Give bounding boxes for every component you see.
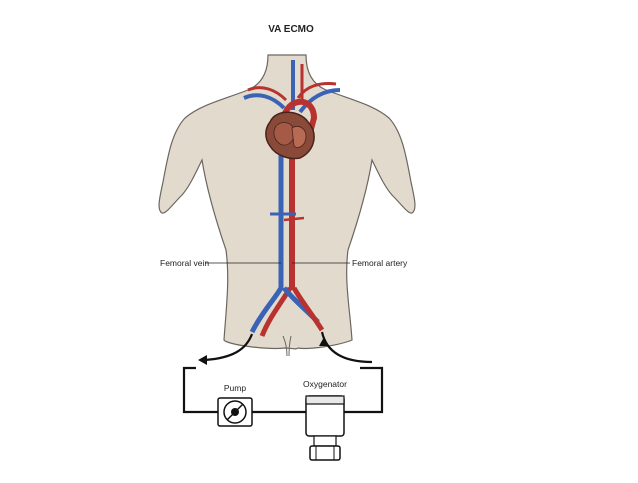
pump-device <box>217 397 253 427</box>
heart <box>265 111 315 160</box>
diagram-title: VA ECMO <box>268 24 314 35</box>
femoral-artery-label: Femoral artery <box>352 258 408 268</box>
groin-line-right <box>288 335 292 357</box>
oxygenator-device <box>305 395 345 461</box>
left-subclavian-artery <box>247 86 288 102</box>
left-iliac-vein <box>249 286 284 334</box>
renal-arteries <box>283 216 305 222</box>
pump-label: Pump <box>224 383 246 393</box>
femoral-vein-label: Femoral vein <box>160 258 209 268</box>
return-cannula <box>320 331 373 364</box>
circuit-tubing <box>182 366 384 414</box>
left-subclavian-vein <box>243 93 286 110</box>
right-subclavian-artery <box>296 82 337 99</box>
drainage-arrow-head <box>198 355 207 365</box>
right-iliac-artery <box>291 286 325 332</box>
right-subclavian-vein <box>298 88 341 114</box>
drainage-cannula <box>204 333 254 362</box>
body-silhouette <box>158 54 416 350</box>
return-arrow-head <box>319 337 329 346</box>
groin-line <box>282 335 288 357</box>
oxygenator-label: Oxygenator <box>303 379 347 389</box>
